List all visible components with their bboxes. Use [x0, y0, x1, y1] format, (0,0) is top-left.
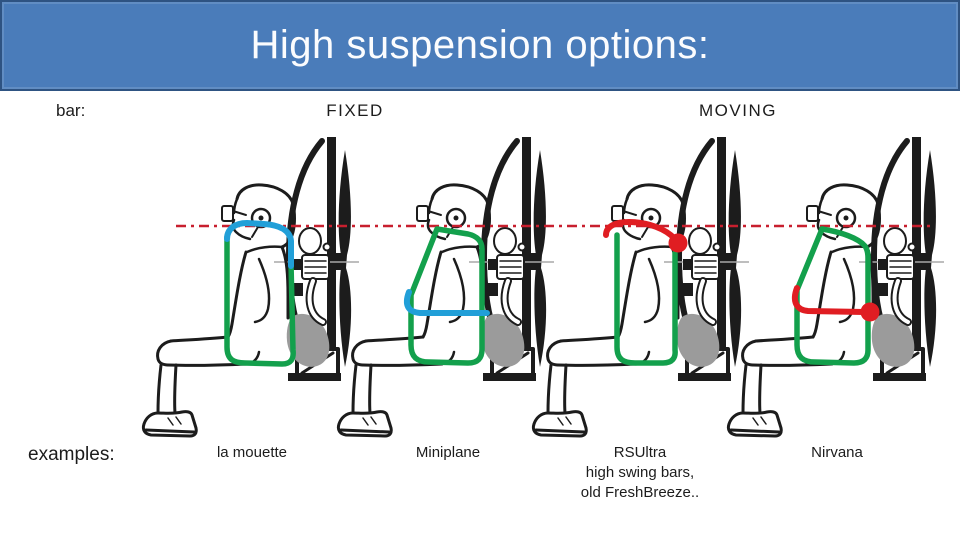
examples-label: examples:: [28, 444, 115, 465]
harness-la-mouette: [224, 220, 296, 367]
example-line: Nirvana: [811, 444, 863, 461]
example-name-la-mouette: la mouette: [142, 443, 362, 463]
pilot-figure-rsultra: [533, 137, 749, 436]
example-line: old FreshBreeze..: [580, 484, 700, 501]
pilot-figure-nirvana: [728, 137, 944, 436]
pivot-point: [668, 233, 688, 253]
title-banner: High suspension options:: [0, 0, 960, 91]
moving-low-bar: [791, 285, 867, 315]
example-line: la mouette: [216, 444, 288, 461]
fixed-high-bar: [224, 220, 294, 269]
example-name-miniplane: Miniplane: [338, 443, 558, 463]
example-line: high swing bars,: [585, 464, 695, 481]
fixed-column-header: FIXED: [326, 101, 384, 120]
pilot-figure-miniplane: [338, 137, 554, 436]
fixed-low-bar: [403, 289, 490, 316]
bar-label: bar:: [56, 101, 86, 120]
example-line: Miniplane: [415, 444, 481, 461]
example-name-rsultra: RSUltra high swing bars, old FreshBreeze…: [530, 443, 750, 503]
pivot-point: [860, 302, 880, 322]
example-name-nirvana: Nirvana: [727, 443, 947, 463]
pilot-figure-la-mouette: [143, 137, 359, 436]
harness-nirvana: [791, 226, 880, 366]
moving-high-bar: [603, 219, 678, 242]
harness-miniplane: [403, 226, 490, 366]
harness-rsultra: [603, 219, 688, 366]
moving-column-header: MOVING: [699, 101, 777, 120]
example-line: RSUltra: [613, 444, 667, 461]
slide-title: High suspension options:: [250, 23, 710, 67]
